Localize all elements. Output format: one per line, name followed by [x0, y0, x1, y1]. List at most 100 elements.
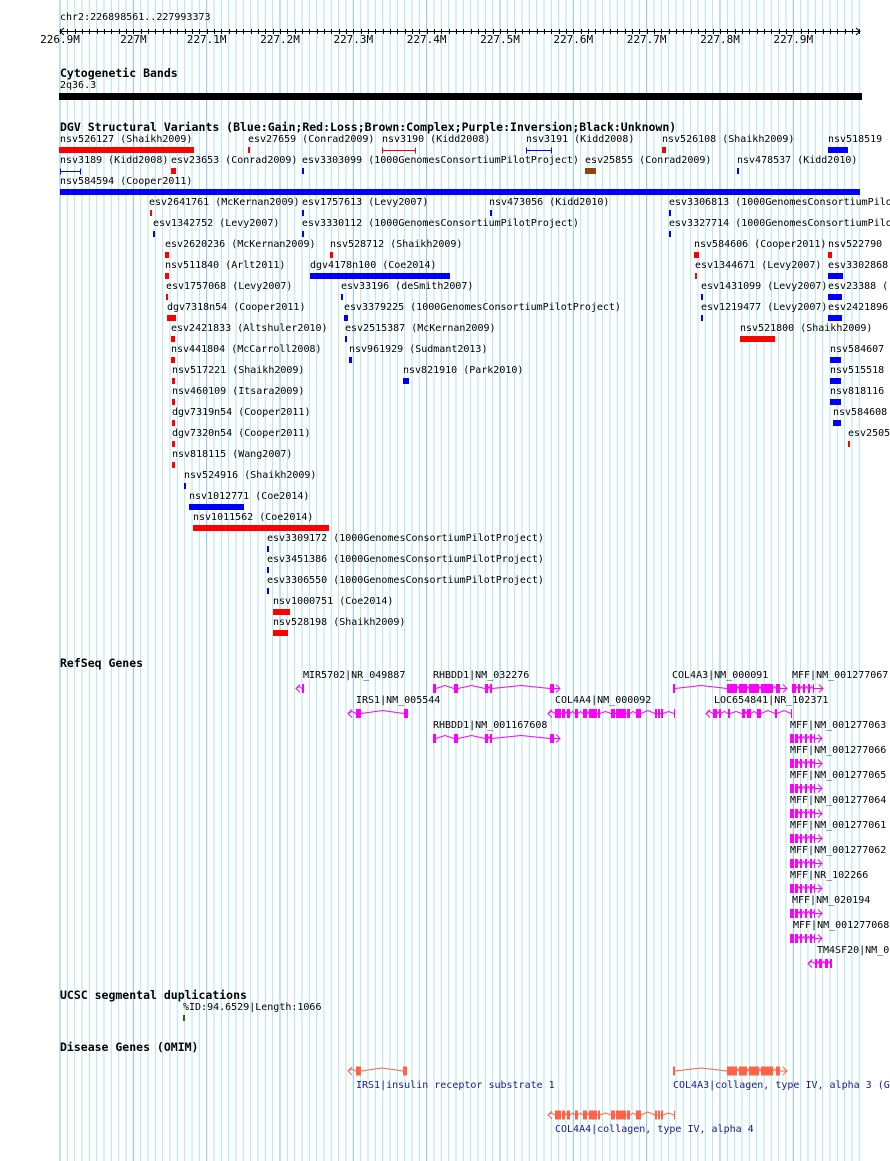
dgv-feature-bar[interactable] — [695, 273, 697, 279]
dgv-feature-bar[interactable] — [172, 441, 175, 447]
dgv-feature-label[interactable]: esv1342752 (Levy2007) — [153, 218, 280, 229]
dgv-feature-label[interactable]: nsv3190 (Kidd2008) — [382, 134, 491, 145]
dgv-feature-bar[interactable] — [737, 168, 739, 174]
dgv-feature-label[interactable]: nsv584606 (Cooper2011) — [694, 239, 827, 250]
dgv-feature-bar[interactable] — [167, 315, 176, 321]
dgv-feature-bar[interactable] — [344, 315, 348, 321]
dgv-feature-label[interactable]: nsv3191 (Kidd2008) — [526, 134, 635, 145]
dgv-feature-label[interactable]: nsv1000751 (Coe2014) — [273, 596, 394, 607]
dgv-feature-bar[interactable] — [830, 378, 841, 384]
dgv-feature-bar[interactable] — [585, 168, 596, 174]
dgv-feature-bar[interactable] — [828, 273, 843, 279]
gene-label[interactable]: MFF|NR_102266 — [790, 870, 869, 881]
gene-label[interactable]: RHBDD1|NM_032276 — [433, 670, 530, 681]
dgv-feature-bar[interactable] — [302, 210, 304, 216]
gene-label[interactable]: MFF|NM_001277063 — [790, 720, 887, 731]
dgv-feature-bar[interactable] — [828, 252, 832, 258]
dgv-feature-bar[interactable] — [193, 525, 329, 531]
dgv-feature-bar[interactable] — [302, 168, 304, 174]
dgv-feature-bar[interactable] — [403, 378, 409, 384]
dgv-feature-label[interactable]: nsv473056 (Kidd2010) — [489, 197, 610, 208]
dgv-feature-bar[interactable] — [172, 399, 175, 405]
dgv-feature-bar[interactable] — [172, 420, 175, 426]
dgv-feature-label[interactable]: esv3379225 (1000GenomesConsortiumPilotPr… — [344, 302, 621, 313]
dgv-feature-bar[interactable] — [184, 483, 186, 489]
gene-label[interactable]: MFF|NM_001277065 — [790, 770, 887, 781]
dgv-feature-label[interactable]: nsv961929 (Sudmant2013) — [349, 344, 488, 355]
dgv-feature-bar[interactable] — [669, 210, 671, 216]
gene-label[interactable]: IRS1|NM_005544 — [356, 695, 441, 706]
dgv-feature-label[interactable]: esv33196 (deSmith2007) — [341, 281, 474, 292]
dgv-feature-label[interactable]: esv3309172 (1000GenomesConsortiumPilotPr… — [267, 533, 544, 544]
dgv-feature-bar[interactable] — [60, 189, 860, 195]
dgv-feature-bar[interactable] — [830, 399, 841, 405]
dgv-feature-label[interactable]: nsv441804 (McCarroll2008) — [171, 344, 322, 355]
dgv-feature-bar[interactable] — [273, 630, 288, 636]
dgv-feature-label[interactable]: nsv478537 (Kidd2010) — [737, 155, 858, 166]
dgv-feature-bar[interactable] — [830, 357, 841, 363]
dgv-feature-label[interactable]: esv3327714 (1000GenomesConsortiumPilot — [669, 218, 890, 229]
dgv-feature-bar[interactable] — [150, 210, 152, 216]
omim-gene-label[interactable]: COL4A3|collagen, type IV, alpha 3 (G — [673, 1080, 890, 1091]
dgv-feature-bar[interactable] — [171, 357, 175, 363]
omim-gene-label[interactable]: IRS1|insulin receptor substrate 1 — [356, 1080, 555, 1091]
dgv-feature-bar[interactable] — [828, 315, 842, 321]
dgv-feature-bar[interactable] — [828, 294, 842, 300]
dgv-feature-label[interactable]: nsv3189 (Kidd2008) — [60, 155, 169, 166]
dgv-feature-label[interactable]: nsv818116 ( — [830, 386, 890, 397]
dgv-feature-bar[interactable] — [828, 147, 848, 153]
dgv-feature-label[interactable]: esv2505 — [848, 428, 890, 439]
dgv-feature-bar[interactable] — [165, 252, 169, 258]
dgv-feature-label[interactable]: esv25855 (Conrad2009) — [585, 155, 712, 166]
gene-label[interactable]: MFF|NM_001277062 — [790, 845, 887, 856]
dgv-feature-label[interactable]: nsv584594 (Cooper2011) — [60, 176, 193, 187]
dgv-feature-label[interactable]: nsv517221 (Shaikh2009) — [172, 365, 305, 376]
dgv-feature-label[interactable]: nsv526108 (Shaikh2009) — [662, 134, 795, 145]
dgv-feature-label[interactable]: nsv528712 (Shaikh2009) — [330, 239, 463, 250]
dgv-feature-label[interactable]: nsv818115 (Wang2007) — [172, 449, 293, 460]
dgv-feature-bar[interactable] — [345, 336, 347, 342]
dgv-feature-label[interactable]: nsv515518 ( — [830, 365, 890, 376]
dgv-feature-bar[interactable] — [701, 315, 703, 321]
gene-label[interactable]: MFF|NM_001277067 — [792, 670, 889, 681]
dgv-feature-label[interactable]: esv23653 (Conrad2009) — [171, 155, 298, 166]
dgv-feature-bar[interactable] — [848, 441, 850, 447]
dgv-feature-bar[interactable] — [189, 504, 244, 510]
dgv-feature-label[interactable]: esv3306813 (1000GenomesConsortiumPilot — [669, 197, 890, 208]
gene-label[interactable]: MFF|NM_001277068 — [793, 920, 890, 931]
dgv-feature-bar[interactable] — [330, 252, 333, 258]
dgv-feature-label[interactable]: esv2515387 (McKernan2009) — [345, 323, 496, 334]
dgv-feature-label[interactable]: esv1219477 (Levy2007) — [701, 302, 828, 313]
dgv-feature-bar[interactable] — [165, 273, 169, 279]
dgv-feature-label[interactable]: nsv528198 (Shaikh2009) — [273, 617, 406, 628]
dgv-feature-bar[interactable] — [302, 231, 304, 237]
gene-label[interactable]: COL4A3|NM_000091 — [672, 670, 769, 681]
gene-label[interactable]: MFF|NM_001277064 — [790, 795, 887, 806]
dgv-feature-label[interactable]: nsv821910 (Park2010) — [403, 365, 524, 376]
dgv-feature-bar[interactable] — [267, 567, 269, 573]
dgv-feature-label[interactable]: esv1344671 (Levy2007) — [695, 260, 822, 271]
gene-label[interactable]: MFF|NM_001277066 — [790, 745, 887, 756]
dgv-feature-label[interactable]: esv1431099 (Levy2007) — [701, 281, 828, 292]
dgv-feature-label[interactable]: nsv521800 (Shaikh2009) — [740, 323, 873, 334]
dgv-feature-label[interactable]: esv3330112 (1000GenomesConsortiumPilotPr… — [302, 218, 579, 229]
gene-label[interactable]: MFF|NM_020194 — [792, 895, 871, 906]
dgv-feature-bar[interactable] — [490, 210, 492, 216]
dgv-feature-label[interactable]: esv2421896 ( — [828, 302, 890, 313]
dgv-feature-label[interactable]: nsv460109 (Itsara2009) — [172, 386, 305, 397]
dgv-feature-bar[interactable] — [59, 147, 194, 153]
dgv-feature-label[interactable]: esv3302868 ( — [828, 260, 890, 271]
